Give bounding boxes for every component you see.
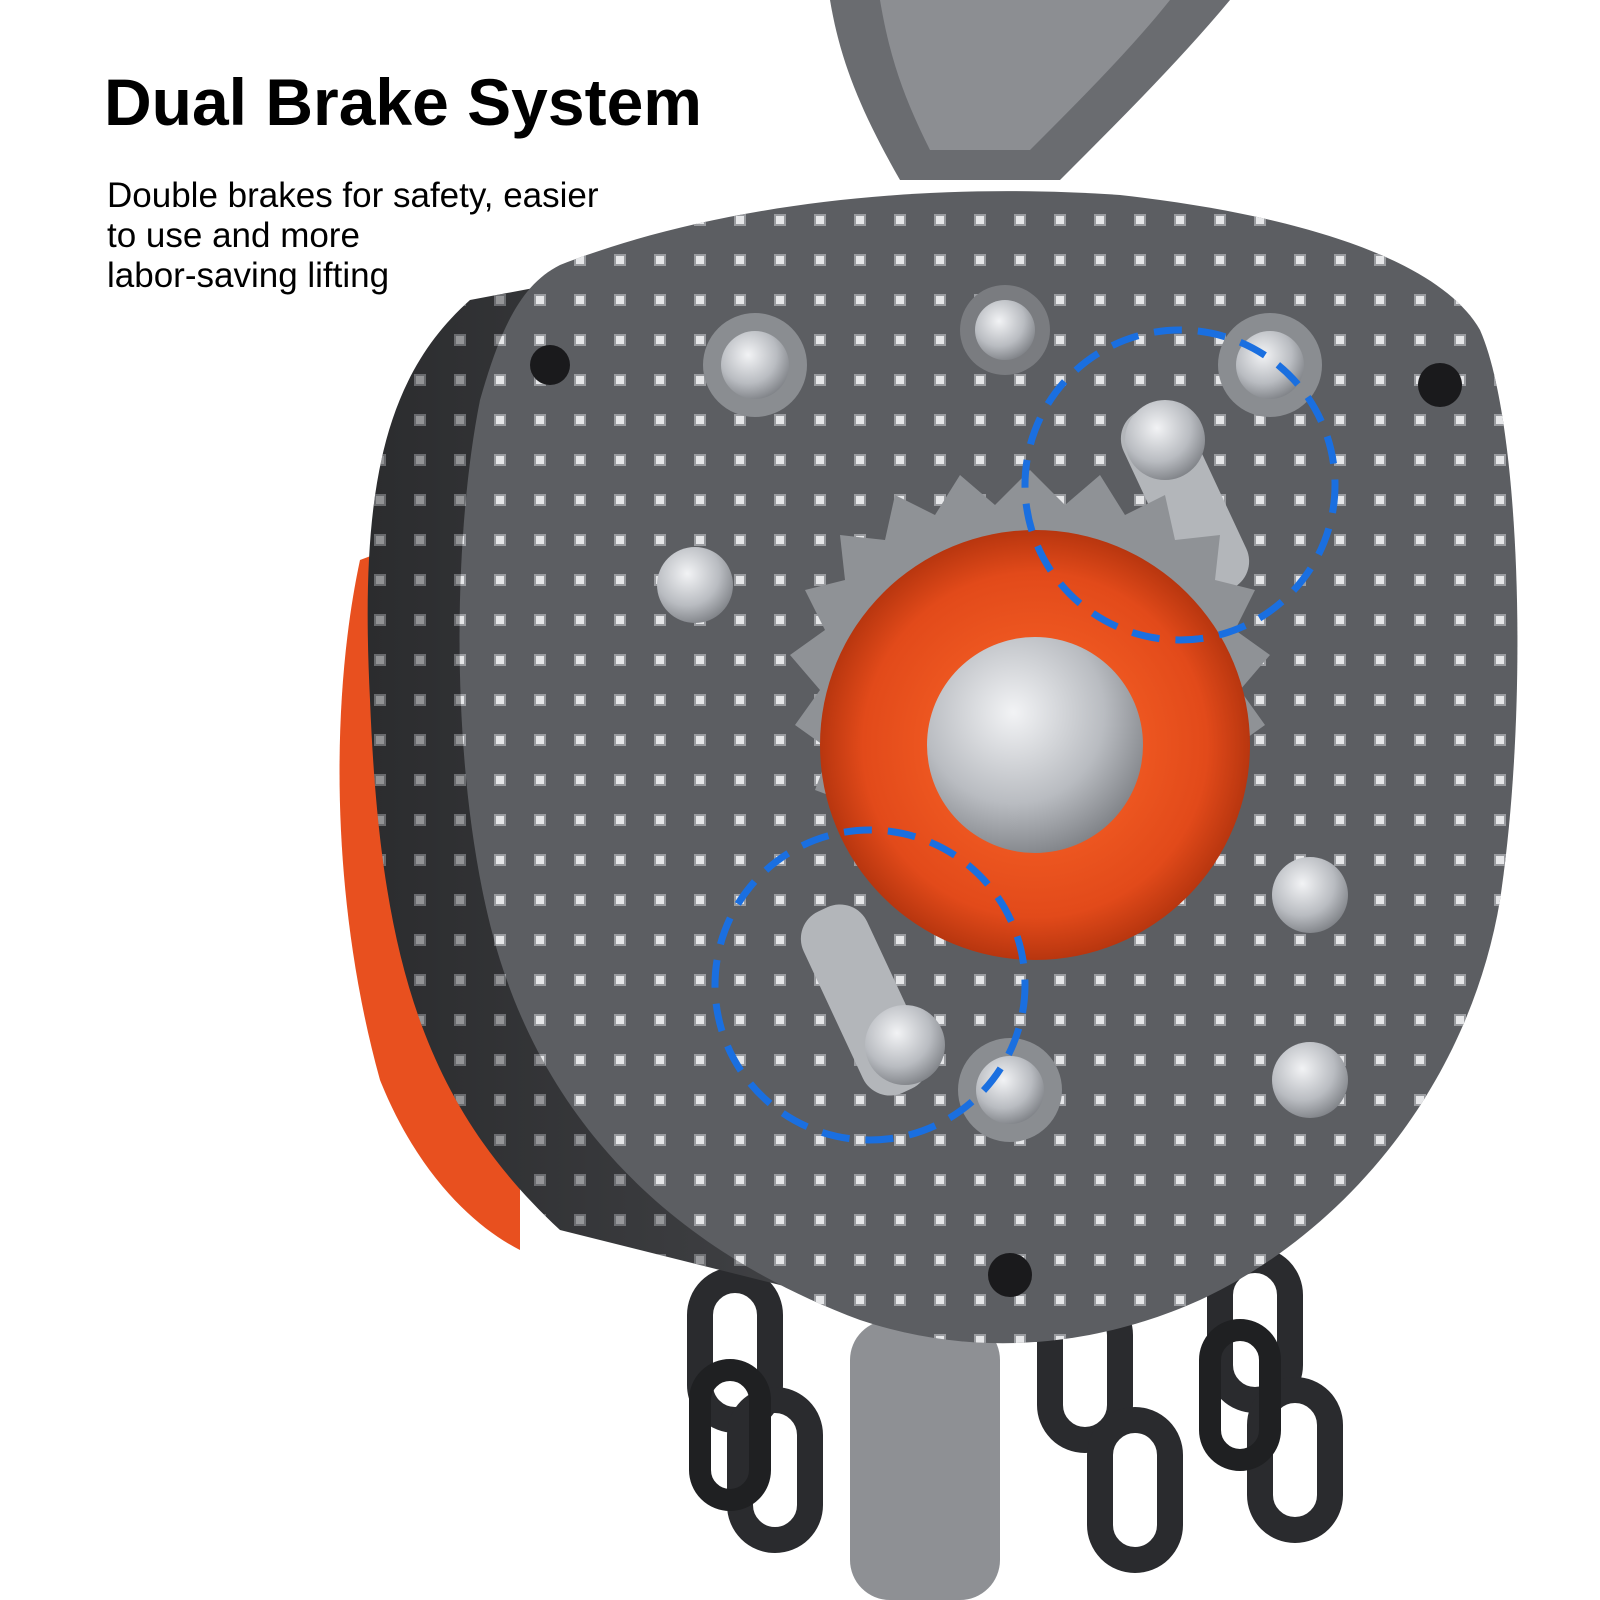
steel-shaft (927, 637, 1143, 853)
description-line-3: labor-saving lifting (107, 256, 390, 295)
description-line-1: Double brakes for safety, easier (107, 176, 599, 215)
headline: Dual Brake System (104, 65, 702, 139)
description-line-2: to use and more (107, 216, 360, 255)
feature-description: Double brakes for safety, easier to use … (107, 176, 599, 296)
brake-highlight-circle (711, 326, 1339, 1144)
bolts (657, 285, 1348, 1142)
